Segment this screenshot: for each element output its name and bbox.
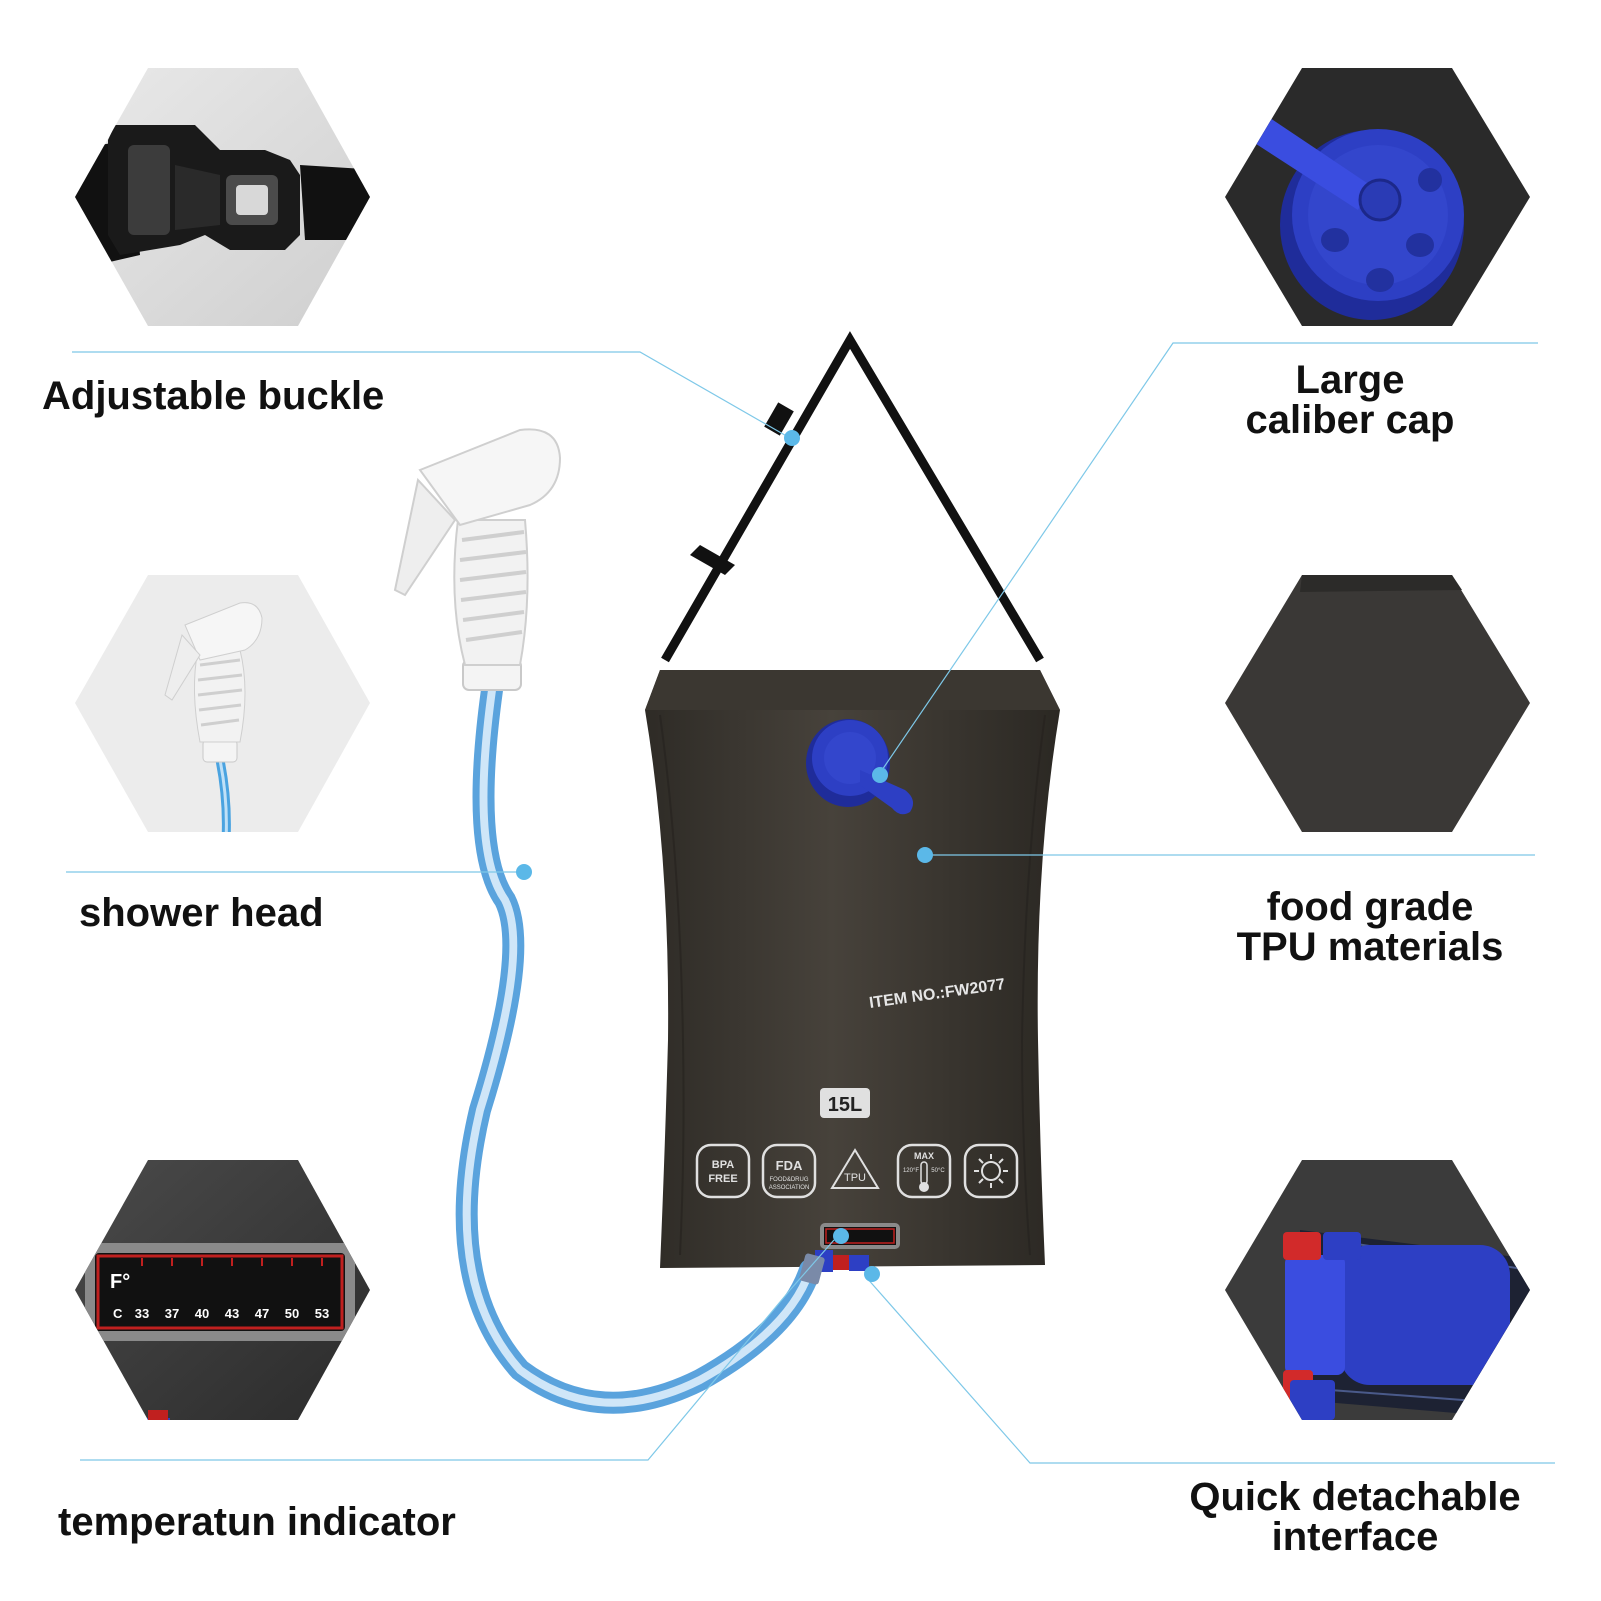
badge-sun-icon — [963, 1143, 1019, 1199]
badge-fda: FDA FOOD&DRUG ASSOCIATION — [761, 1143, 817, 1199]
svg-text:120°F: 120°F — [903, 1168, 919, 1174]
bag-cap — [806, 719, 914, 815]
svg-text:MAX: MAX — [914, 1151, 934, 1161]
capacity-label: 15L — [828, 1094, 862, 1116]
label-material-line2: TPU materials — [1236, 925, 1504, 969]
label-quick-detachable-interface: Quick detachable interface — [1170, 1477, 1540, 1557]
material-hexagon — [1225, 575, 1530, 832]
callout-lines — [66, 342, 1555, 1464]
shower-head-product — [393, 428, 825, 1414]
label-interface-line1: Quick detachable — [1189, 1475, 1521, 1519]
thermo-value: 40 — [195, 1306, 209, 1321]
interface-hexagon — [1225, 1160, 1530, 1420]
thermo-value: 50 — [285, 1306, 299, 1321]
cap-icon — [1250, 118, 1464, 320]
thermo-value: 53 — [315, 1306, 329, 1321]
svg-text:FOOD&DRUG: FOOD&DRUG — [770, 1177, 809, 1183]
label-adjustable-buckle: Adjustable buckle — [42, 374, 385, 418]
svg-text:FDA: FDA — [776, 1158, 803, 1173]
svg-text:BPA: BPA — [712, 1159, 734, 1171]
buckle-hexagon — [75, 68, 370, 326]
badge-tpu-recycle: TPU — [830, 1148, 880, 1189]
thermo-value: 47 — [255, 1306, 269, 1321]
connector-icon — [1283, 1230, 1530, 1420]
svg-text:FREE: FREE — [708, 1173, 737, 1185]
label-cap-line2: caliber cap — [1245, 398, 1455, 442]
svg-text:ASSOCIATION: ASSOCIATION — [769, 1185, 810, 1191]
material-swatch-icon — [1300, 575, 1462, 592]
label-temperature-indicator: temperatun indicator — [58, 1500, 456, 1544]
thermo-value: 33 — [135, 1306, 149, 1321]
thermo-value: 37 — [165, 1306, 179, 1321]
svg-text:TPU: TPU — [844, 1172, 866, 1184]
label-cap-line1: Large — [1295, 358, 1405, 402]
label-material-line1: food grade — [1266, 885, 1474, 929]
badge-max-temp: MAX 120°F 50°C — [896, 1143, 952, 1199]
label-shower-head: shower head — [79, 891, 324, 935]
thermo-unit-c: C — [113, 1306, 123, 1321]
thermo-value: 43 — [225, 1306, 239, 1321]
cap-hexagon — [1225, 68, 1530, 326]
callout-dots — [516, 430, 933, 1282]
thermo-unit-f: F° — [110, 1271, 130, 1293]
shower-head-icon — [164, 602, 263, 832]
shower-head-hexagon — [75, 575, 370, 832]
temperature-hexagon: F° C 33 37 40 43 47 50 53 — [75, 1160, 370, 1420]
svg-text:50°C: 50°C — [931, 1168, 945, 1174]
bag-strap — [661, 331, 1044, 663]
label-interface-line2: interface — [1271, 1515, 1439, 1559]
shower-bag: ITEM NO.:FW2077 15L BPA FREE FDA FOOD&DR… — [645, 670, 1060, 1272]
label-large-caliber-cap: Large caliber cap — [1230, 360, 1470, 440]
thermo-values: 33 37 40 43 47 50 53 — [135, 1258, 329, 1321]
badge-bpa-free: BPA FREE — [695, 1143, 751, 1199]
label-food-grade-tpu: food grade TPU materials — [1220, 887, 1520, 967]
